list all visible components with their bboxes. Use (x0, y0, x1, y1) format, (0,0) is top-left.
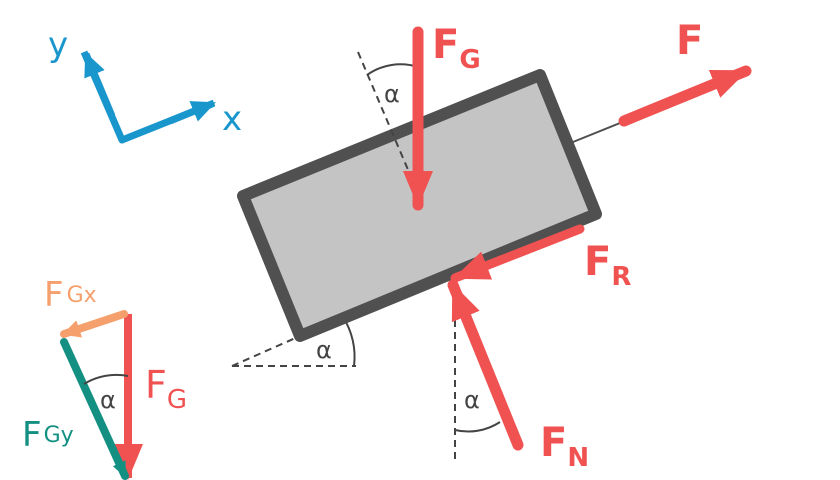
normal-force-subscript: N (567, 443, 589, 473)
normal-force-arrow (447, 279, 524, 451)
gravity-force-letter: F (432, 22, 459, 68)
normal-force-label: FN (540, 420, 589, 473)
decomposition-angle-arc (83, 373, 129, 385)
decomposition-gravity-letter: F (145, 363, 167, 407)
gravity-x-component-subscript: Gx (67, 283, 97, 308)
incline-dashed-line (231, 335, 301, 367)
friction-force-arrow (450, 224, 585, 283)
friction-force-letter: F (584, 239, 611, 285)
gravity-x-component-arrow (60, 310, 128, 338)
pull-force-label: F (676, 18, 703, 64)
decomposition-gravity-label: FG (145, 363, 187, 415)
decomposition-gravity-subscript: G (167, 385, 187, 415)
coordinate-axes: y x (48, 25, 242, 144)
x-axis-label: x (222, 99, 242, 139)
y-axis-arrow (82, 52, 116, 118)
normal-angle-label: α (464, 386, 480, 414)
gravity-y-component-label: FGy (22, 415, 74, 455)
gravity-x-component-letter: F (44, 275, 64, 315)
incline-angle-label: α (316, 336, 332, 364)
rope (572, 120, 626, 143)
friction-force-label: FR (584, 239, 631, 292)
pull-force-arrow (618, 65, 752, 127)
gravity-angle-label: α (384, 80, 400, 108)
decomposition-angle-label: α (100, 386, 116, 414)
gravity-force-subscript: G (459, 45, 480, 75)
gravity-y-component-subscript: Gy (44, 423, 74, 448)
gravity-angle-arc (366, 63, 419, 76)
normal-angle-arc (454, 421, 501, 433)
normal-force-letter: F (540, 420, 567, 466)
y-axis-label: y (48, 25, 68, 65)
gravity-y-component-arrow (60, 338, 129, 480)
friction-force-subscript: R (611, 262, 631, 292)
gravity-force-label: FG (432, 22, 481, 75)
incline-angle-arc (342, 316, 356, 367)
gravity-y-component-letter: F (22, 415, 42, 455)
x-axis-arrow (168, 99, 216, 125)
